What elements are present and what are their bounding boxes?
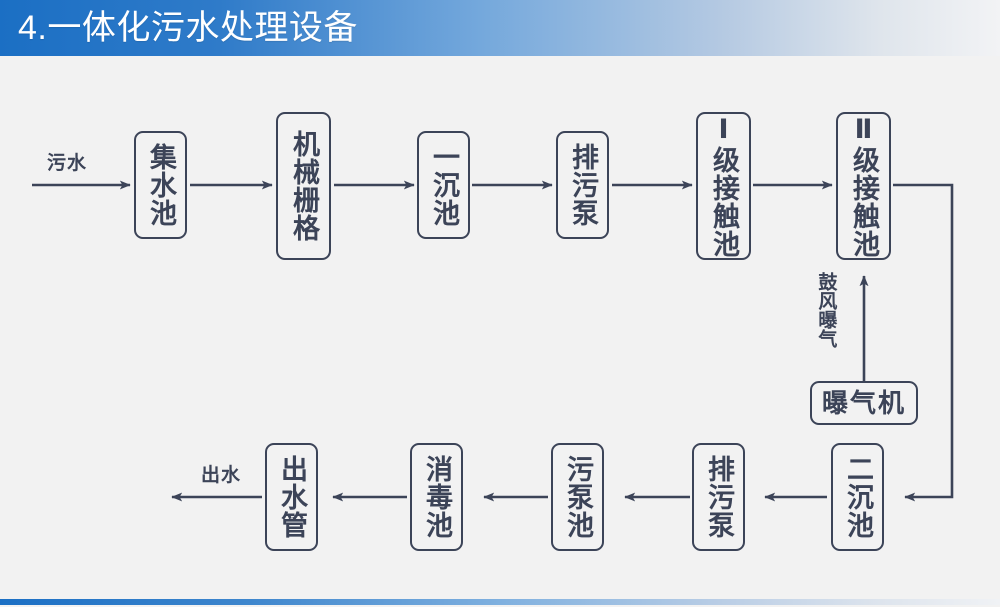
node-outlet-pipe[interactable]: 出水管: [265, 443, 318, 551]
slide-footer-bar: [0, 599, 1000, 605]
node-label: 集水池: [146, 143, 176, 227]
node-label: 二沉池: [843, 455, 873, 539]
node-contact-tank-2[interactable]: Ⅱ级接触池: [836, 112, 891, 260]
node-sewage-pump-top[interactable]: 排污泵: [556, 131, 609, 239]
node-sewage-pump-bottom[interactable]: 排污泵: [692, 443, 745, 551]
node-label: 排污泵: [568, 143, 598, 227]
node-secondary-settler[interactable]: 二沉池: [831, 443, 884, 551]
node-mechanical-grate[interactable]: 机械栅格: [276, 112, 331, 260]
node-primary-settler[interactable]: 一沉池: [417, 131, 470, 239]
node-label: 机械栅格: [289, 130, 319, 242]
node-label: 一沉池: [429, 143, 459, 227]
node-label: Ⅱ级接触池: [849, 114, 879, 258]
node-label: 污泵池: [563, 455, 593, 539]
node-collection-tank[interactable]: 集水池: [134, 131, 187, 239]
node-label: 出水管: [277, 455, 307, 539]
node-label: Ⅰ级接触池: [709, 114, 739, 258]
inlet-flow-label: 污水: [47, 153, 88, 174]
node-label: 曝气机: [821, 388, 906, 418]
node-aerator[interactable]: 曝气机: [810, 381, 918, 425]
node-label: 排污泵: [704, 455, 734, 539]
page-title: 4.一体化污水处理设备: [18, 9, 358, 47]
outlet-flow-label: 出水: [201, 465, 242, 486]
node-disinfection-tank[interactable]: 消毒池: [410, 443, 463, 551]
slide-title-bar: 4.一体化污水处理设备: [0, 0, 1000, 56]
aeration-flow-label: 鼓风曝气: [815, 272, 837, 348]
node-contact-tank-1[interactable]: Ⅰ级接触池: [696, 112, 751, 260]
node-sludge-pump-tank[interactable]: 污泵池: [551, 443, 604, 551]
node-label: 消毒池: [422, 455, 452, 539]
